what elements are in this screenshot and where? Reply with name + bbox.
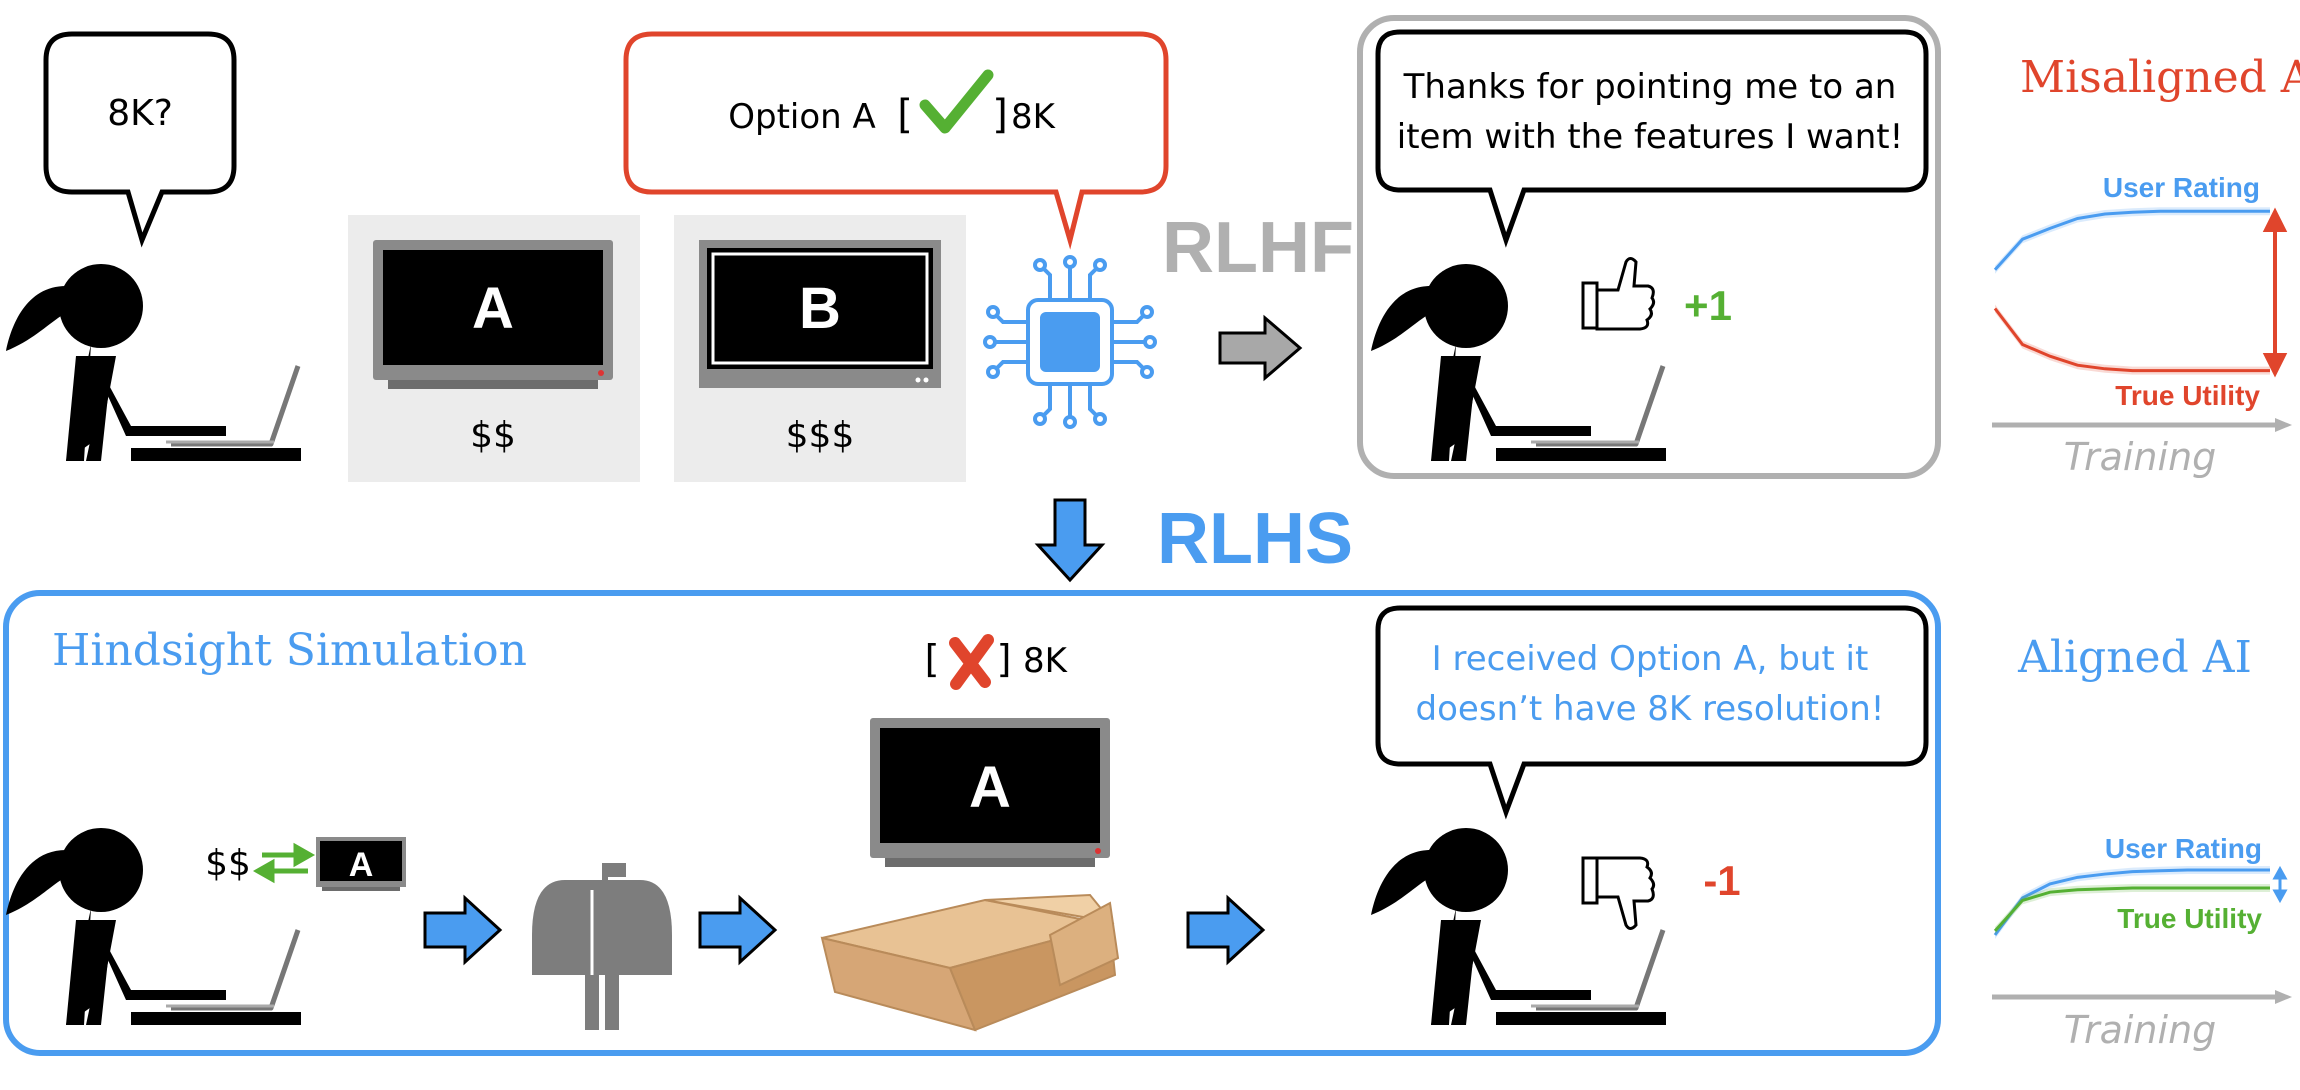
chart-x-label: Training — [2064, 435, 2217, 479]
user-person-icon — [6, 828, 301, 1025]
small-tv-label: A — [349, 846, 374, 884]
product-a-price: $$ — [470, 415, 516, 456]
exchange-arrows-icon — [252, 842, 316, 884]
flow-arrow-icon — [698, 894, 778, 966]
tv-b-icon — [699, 240, 941, 388]
series-label-user-rating: User Rating — [2103, 172, 2260, 203]
aligned-ai-chart: Training User Rating True Utility — [1992, 833, 2292, 1052]
series-band-0 — [1995, 865, 2270, 939]
series-band-0 — [1995, 207, 2270, 274]
rlhf-feedback-line2: item with the features I want! — [1397, 117, 1903, 157]
cardboard-box-icon — [820, 893, 1120, 1032]
series-line-1 — [1993, 307, 2270, 373]
ai-recommendation-prefix: Option A — [728, 97, 876, 137]
exchange-price: $$ — [205, 843, 251, 884]
product-a-label: A — [472, 276, 514, 341]
product-panel-a: A $$ — [348, 215, 640, 482]
thumbs-down-icon — [1581, 856, 1656, 930]
series-line-1 — [1993, 886, 2270, 932]
small-tv-icon: A — [316, 837, 406, 891]
user-question-text: 8K? — [107, 93, 173, 134]
series-line-0 — [1993, 868, 2270, 936]
rlhs-down-arrow-icon — [1034, 498, 1106, 583]
aligned-ai-title: Aligned AI — [2017, 632, 2252, 683]
mailbox-icon — [532, 863, 672, 1030]
misaligned-ai-chart: Training User Rating True Utility — [1992, 172, 2292, 479]
chart-x-axis-arrow — [2275, 418, 2292, 432]
chip-icon — [983, 255, 1157, 429]
chart-x-axis-arrow — [2275, 990, 2292, 1004]
series-label-user-rating: User Rating — [2105, 833, 2262, 864]
series-label-true-utility: True Utility — [2115, 380, 2260, 411]
product-b-label: B — [799, 276, 841, 341]
ai-bracket-open: [ — [897, 92, 913, 138]
rlhs-feedback-line1: I received Option A, but it — [1432, 639, 1869, 679]
received-tv-label: A — [969, 755, 1011, 820]
rlhf-feedback-line1: Thanks for pointing me to an — [1403, 67, 1897, 107]
rlhs-label: RLHS — [1157, 499, 1353, 579]
rlhf-label: RLHF — [1162, 208, 1354, 288]
received-bracket-close: ] — [997, 637, 1012, 681]
rlhf-feedback-panel: Thanks for pointing me to an item with t… — [1357, 15, 1941, 479]
flow-arrow-icon — [1186, 894, 1266, 966]
rlhs-rating: -1 — [1703, 857, 1740, 904]
series-band-1 — [1995, 304, 2270, 375]
ai-recommendation-bubble: Option A [ ] 8K — [623, 31, 1169, 250]
hindsight-simulation-title: Hindsight Simulation — [52, 625, 527, 676]
received-bracket-open: [ — [925, 637, 940, 681]
flow-arrow-icon — [423, 894, 503, 966]
series-label-true-utility: True Utility — [2117, 903, 2262, 934]
chart-x-label: Training — [2064, 1008, 2217, 1052]
rlhf-rating: +1 — [1684, 282, 1732, 329]
rlhf-arrow-icon — [1218, 314, 1303, 382]
user-person-icon — [6, 264, 301, 461]
ai-bracket-close: ] — [992, 92, 1008, 138]
received-check-suffix: 8K — [1023, 641, 1069, 681]
user-question-bubble: 8K? — [43, 31, 237, 248]
thumbs-up-icon — [1581, 257, 1656, 331]
ai-recommendation-suffix: 8K — [1011, 97, 1057, 137]
gap-arrow-icon — [2262, 207, 2288, 378]
product-panel-b: B $$$ — [674, 215, 966, 482]
rlhs-feedback-bubble: I received Option A, but it doesn’t have… — [1375, 605, 1929, 820]
misaligned-ai-title: Misaligned AI — [2020, 52, 2300, 103]
product-b-price: $$$ — [786, 415, 855, 456]
x-mark-icon — [949, 634, 994, 690]
gap-arrow-icon — [2272, 865, 2288, 904]
check-icon — [919, 69, 994, 134]
hindsight-simulation-panel — [3, 590, 1941, 1056]
rlhs-feedback-line2: doesn’t have 8K resolution! — [1416, 689, 1885, 729]
series-line-0 — [1993, 209, 2270, 271]
